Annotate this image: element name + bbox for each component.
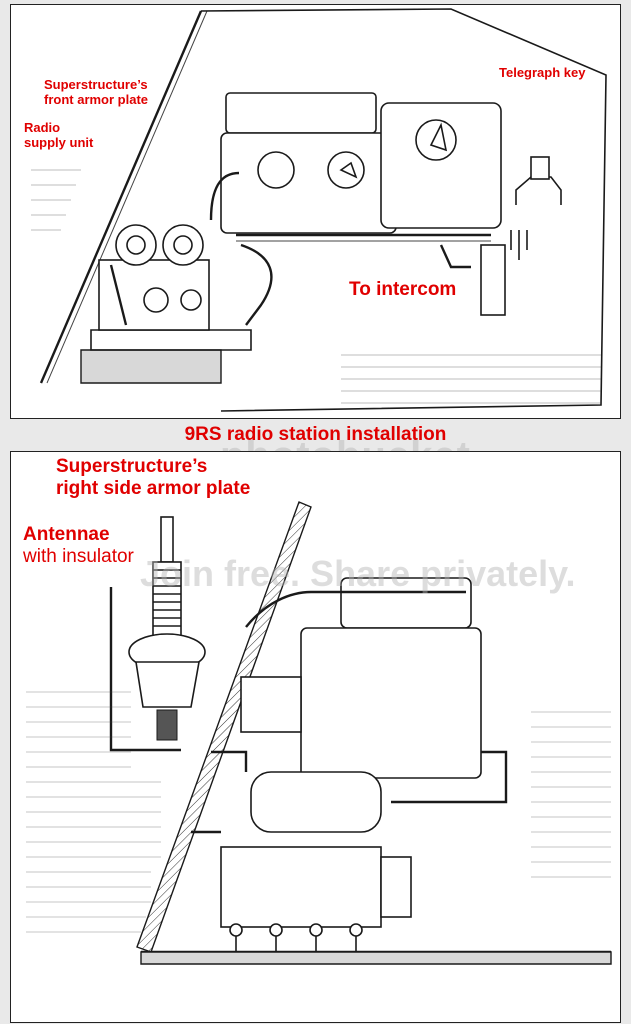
top-drawing-panel: Superstructure’s front armor plate Radio… — [10, 4, 621, 419]
radio-supply-unit-label: Radio supply unit — [24, 120, 94, 151]
antennae-with-insulator-label: Antennae with insulator — [23, 524, 134, 568]
radio-supply-unit-label-line2: supply unit — [24, 134, 94, 150]
front-armor-plate-label-line2: front armor plate — [44, 91, 149, 107]
radio-supply-unit-label-line1: Radio — [24, 120, 61, 135]
telegraph-key-label: Telegraph key — [499, 65, 586, 80]
to-intercom-label: To intercom — [349, 279, 457, 300]
figure-caption: 9RS radio station installation — [184, 424, 447, 445]
bottom-drawing-panel: Superstructure’s right side armor plate … — [10, 451, 621, 1023]
front-armor-plate-label: Superstructure’s front armor plate — [44, 77, 149, 108]
radio-installation-top-drawing — [31, 8, 607, 412]
right-side-armor-plate-label-line2: right side armor plate — [56, 477, 251, 499]
radio-installation-side-drawing — [26, 501, 612, 965]
antennae-label-line1: Antennae — [23, 524, 110, 545]
right-side-armor-plate-label: Superstructure’s right side armor plate — [56, 456, 250, 500]
front-armor-plate-label-line1: Superstructure’s — [44, 77, 148, 92]
right-side-armor-plate-label-line1: Superstructure’s — [56, 456, 208, 477]
antennae-label-line2: with insulator — [23, 545, 134, 567]
